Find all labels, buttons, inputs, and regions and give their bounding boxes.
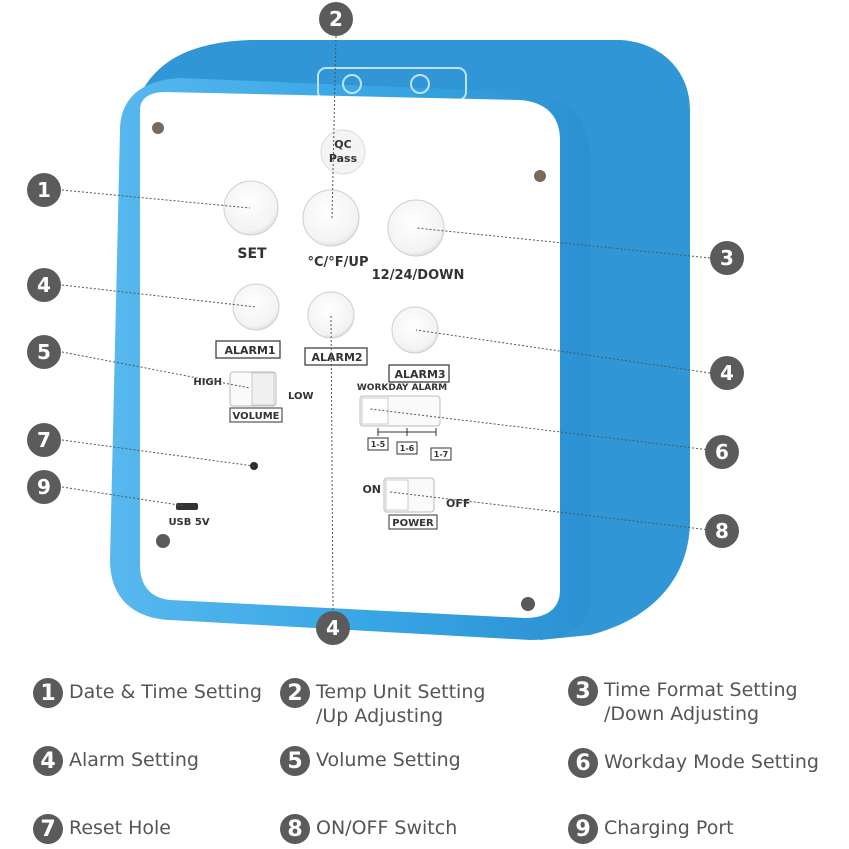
qc-label-line1: QC bbox=[334, 138, 351, 151]
callout-number: 9 bbox=[37, 475, 51, 499]
usb-label: USB 5V bbox=[168, 517, 209, 528]
volume-high-label: HIGH bbox=[193, 377, 222, 388]
legend-number: 8 bbox=[280, 814, 310, 844]
legend-number: 7 bbox=[33, 814, 63, 844]
callout-number: 4 bbox=[37, 273, 51, 297]
legend-number: 5 bbox=[280, 746, 310, 776]
legend-text: Alarm Setting bbox=[69, 749, 199, 771]
legend-text: Time Format Setting /Down Adjusting bbox=[604, 679, 798, 725]
set-label: SET bbox=[237, 246, 267, 262]
power-label: POWER bbox=[392, 518, 434, 529]
legend-item: 2 Temp Unit Setting /Up Adjusting bbox=[280, 678, 485, 728]
legend-item: 6 Workday Mode Setting bbox=[568, 748, 819, 778]
legend-number: 2 bbox=[280, 678, 310, 708]
callout-number: 4 bbox=[720, 361, 734, 385]
down-label: 12/24/DOWN bbox=[372, 268, 465, 283]
callout-number: 6 bbox=[715, 440, 729, 464]
legend-text: Temp Unit Setting /Up Adjusting bbox=[316, 681, 486, 727]
volume-low-label: LOW bbox=[288, 391, 314, 402]
alarm2-label: ALARM2 bbox=[311, 351, 362, 364]
legend-item: 8 ON/OFF Switch bbox=[280, 814, 457, 844]
legend-text: Reset Hole bbox=[69, 817, 171, 839]
alarm2-button[interactable] bbox=[307, 291, 355, 339]
power-on-label: ON bbox=[362, 483, 381, 496]
legend-text: Date & Time Setting bbox=[69, 681, 262, 703]
callout-number: 7 bbox=[37, 428, 51, 452]
legend-number: 9 bbox=[568, 814, 598, 844]
legend-item: 5 Volume Setting bbox=[280, 746, 461, 776]
down-button[interactable] bbox=[387, 199, 445, 257]
legend-item: 7 Reset Hole bbox=[33, 814, 171, 844]
workday-title: WORKDAY ALARM bbox=[357, 383, 447, 393]
alarm1-button[interactable] bbox=[232, 283, 280, 331]
legend-text: Charging Port bbox=[604, 817, 734, 839]
usb-port[interactable] bbox=[176, 503, 198, 510]
workday-option: 1-6 bbox=[400, 444, 415, 453]
set-button[interactable] bbox=[223, 180, 279, 236]
callout-number: 5 bbox=[37, 340, 51, 364]
screw-icon bbox=[534, 170, 546, 182]
qc-label-line2: Pass bbox=[329, 152, 358, 165]
legend-item: 9 Charging Port bbox=[568, 814, 734, 844]
legend-number: 1 bbox=[33, 678, 63, 708]
up-label: °C/°F/UP bbox=[307, 255, 368, 270]
legend-number: 6 bbox=[568, 748, 598, 778]
screw-icon bbox=[156, 534, 170, 548]
alarm3-button[interactable] bbox=[391, 306, 439, 354]
alarm1-label: ALARM1 bbox=[224, 344, 275, 357]
alarm3-label: ALARM3 bbox=[394, 368, 445, 381]
volume-label: VOLUME bbox=[233, 411, 280, 422]
qc-sticker bbox=[320, 129, 366, 175]
screw-icon bbox=[152, 122, 164, 134]
up-button[interactable] bbox=[302, 189, 360, 247]
legend-number: 3 bbox=[568, 676, 598, 706]
callout-badges bbox=[27, 2, 744, 645]
legend-item: 3 Time Format Setting /Down Adjusting bbox=[568, 676, 798, 726]
power-off-label: OFF bbox=[446, 497, 470, 510]
legend-text: ON/OFF Switch bbox=[316, 817, 458, 839]
callout-number: 2 bbox=[329, 7, 343, 31]
legend-item: 4 Alarm Setting bbox=[33, 746, 199, 776]
legend-text: Volume Setting bbox=[316, 749, 461, 771]
callout-number: 3 bbox=[720, 246, 734, 270]
callout-lines bbox=[61, 35, 711, 611]
legend-item: 1 Date & Time Setting bbox=[33, 678, 262, 708]
callout-number: 8 bbox=[715, 519, 729, 543]
legend-number: 4 bbox=[33, 746, 63, 776]
legend-text: Workday Mode Setting bbox=[604, 751, 819, 773]
callout-number: 1 bbox=[37, 178, 51, 202]
screw-icon bbox=[521, 597, 535, 611]
workday-option: 1-7 bbox=[434, 450, 448, 459]
workday-option: 1-5 bbox=[371, 440, 386, 449]
callout-number: 4 bbox=[326, 616, 340, 640]
